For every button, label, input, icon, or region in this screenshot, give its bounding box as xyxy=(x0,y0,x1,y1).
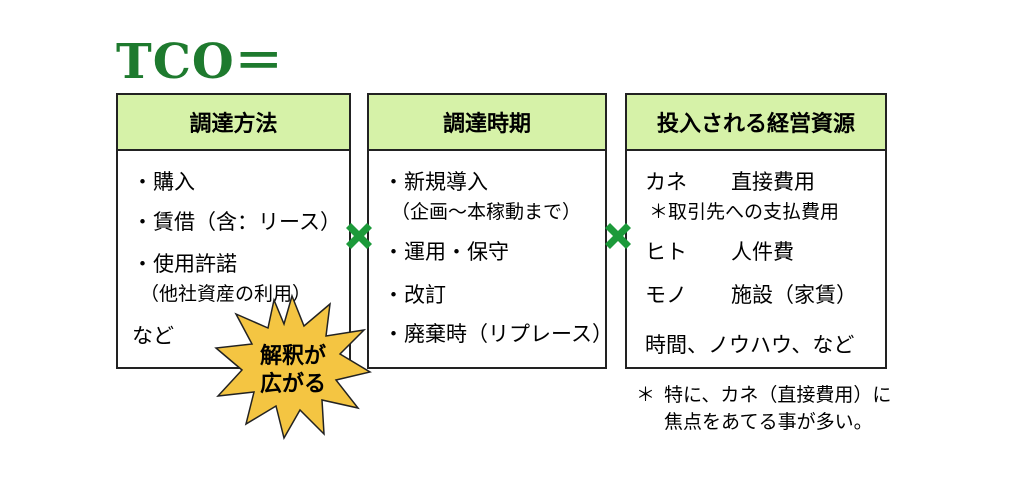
box-header: 投入される経営資源 xyxy=(627,95,885,151)
list-item: ・使用許諾 xyxy=(132,252,237,276)
resource-value: 人件費 xyxy=(731,240,794,264)
burst-callout-text: 解釈が 広がる xyxy=(253,343,333,399)
list-item: など xyxy=(132,324,174,348)
resource-note: ＊取引先への支払費用 xyxy=(649,201,840,223)
resource-label: カネ xyxy=(645,170,687,194)
page-title: TCO＝ xyxy=(116,34,284,90)
footnote-text: 特に、カネ（直接費用）に xyxy=(664,384,892,406)
footnote-line: 焦点をあてる事が多い。 xyxy=(664,411,873,433)
resource-label: モノ xyxy=(645,283,687,307)
list-item: ・新規導入 xyxy=(383,170,488,194)
resource-value: 施設（家賃） xyxy=(731,283,857,307)
list-item-sub: （他社資産の利用） xyxy=(140,283,312,305)
footnote-line: ＊ 特に、カネ（直接費用）に xyxy=(636,382,891,409)
resource-label: ヒト xyxy=(645,240,687,264)
footnote: ＊ 特に、カネ（直接費用）に 焦点をあてる事が多い。 xyxy=(636,382,891,436)
box-procurement-method: 調達方法 ・購入 ・賃借（含：リース） ・使用許諾 （他社資産の利用） など xyxy=(116,93,351,369)
list-item: ・改訂 xyxy=(383,283,446,307)
list-item: ・購入 xyxy=(132,170,195,194)
burst-line: 解釈が xyxy=(259,344,326,369)
list-item: ・廃棄時（リプレース） xyxy=(383,322,613,346)
box-header: 調達方法 xyxy=(118,95,349,151)
box-management-resources: 投入される経営資源 カネ 直接費用 ＊取引先への支払費用 ヒト 人件費 モノ 施… xyxy=(625,93,887,369)
starburst-icon xyxy=(214,293,372,440)
list-item: ・運用・保守 xyxy=(383,240,509,264)
list-item: ・賃借（含：リース） xyxy=(132,210,341,234)
box-procurement-timing: 調達時期 ・新規導入 （企画～本稼動まで） ・運用・保守 ・改訂 ・廃棄時（リプ… xyxy=(367,93,613,369)
resource-value: 直接費用 xyxy=(731,170,815,194)
box-header: 調達時期 xyxy=(369,95,605,151)
burst-line: 広がる xyxy=(259,372,326,397)
list-item-sub: （企画～本稼動まで） xyxy=(391,201,582,223)
cross-multiply-icon xyxy=(605,223,631,249)
cross-multiply-icon xyxy=(346,223,372,249)
resource-full: 時間、ノウハウ、など xyxy=(645,333,855,357)
footnote-star: ＊ xyxy=(636,384,656,406)
